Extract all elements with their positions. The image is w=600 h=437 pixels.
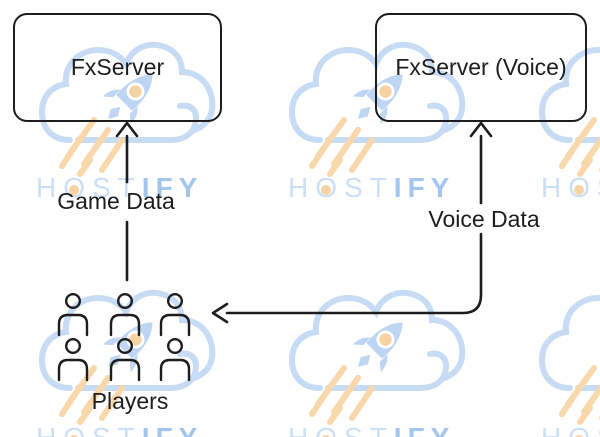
orange-dot-icon <box>321 185 332 195</box>
wordmark-letter-o: O <box>568 174 597 202</box>
orange-dot-icon <box>69 435 80 437</box>
game-data-label: Game Data <box>57 188 175 214</box>
hostify-wordmark: HOSTIFY <box>36 174 203 202</box>
voice-data-label: Voice Data <box>428 206 540 232</box>
node-fxserver: FxServer <box>13 13 222 122</box>
hostify-wordmark: HOSTIFY <box>541 424 600 437</box>
person-icon <box>57 293 89 337</box>
wordmark-letter-o: O <box>315 174 344 202</box>
wordmark-letters-bold: IFY <box>394 422 456 437</box>
arrowhead-left-icon <box>211 302 229 324</box>
wordmark-letters: ST <box>597 422 600 437</box>
wordmark-letter: H <box>36 172 64 203</box>
hostify-wordmark: HOSTIFY <box>288 424 455 437</box>
hostify-wordmark: HOSTIFY <box>36 424 203 437</box>
wordmark-letters-bold: IFY <box>142 422 204 437</box>
wordmark-letter-o: O <box>63 174 92 202</box>
wordmark-letter: H <box>541 172 569 203</box>
game-data-arrow <box>115 121 139 282</box>
wordmark-letters-bold: IFY <box>393 172 456 203</box>
wordmark-letters: ST <box>597 172 600 203</box>
arrowhead-up-icon <box>469 121 493 138</box>
node-fxserver-label: FxServer <box>70 54 165 80</box>
person-icon <box>57 338 89 382</box>
wordmark-letter-o: O <box>63 424 92 437</box>
person-icon <box>109 293 141 337</box>
person-icon <box>109 338 141 382</box>
node-fxserver-voice: FxServer (Voice) <box>375 13 587 122</box>
orange-dot-icon <box>574 185 585 195</box>
hostify-wordmark: HOSTIFY <box>541 174 600 202</box>
wordmark-letter: H <box>541 422 568 437</box>
hostify-wordmark: HOSTIFY <box>288 174 455 202</box>
players-label: Players <box>91 388 169 414</box>
orange-dot-icon <box>69 185 80 195</box>
arrowhead-up-icon <box>115 121 139 138</box>
wordmark-letter-o: O <box>315 424 344 437</box>
wordmark-letters-bold: IFY <box>141 172 204 203</box>
wordmark-letters: ST <box>92 422 142 437</box>
person-icon <box>159 338 191 382</box>
voice-data-arrow <box>211 121 493 324</box>
node-fxserver-voice-label: FxServer (Voice) <box>395 54 567 80</box>
person-icon <box>159 293 191 337</box>
players-icons <box>57 293 191 382</box>
wordmark-letter: H <box>288 172 316 203</box>
wordmark-letter: H <box>288 422 315 437</box>
wordmark-letters: ST <box>344 172 394 203</box>
wordmark-letter: H <box>36 422 63 437</box>
wordmark-letters: ST <box>344 422 394 437</box>
orange-dot-icon <box>574 435 585 437</box>
wordmark-letter-o: O <box>568 424 597 437</box>
orange-dot-icon <box>321 435 332 437</box>
